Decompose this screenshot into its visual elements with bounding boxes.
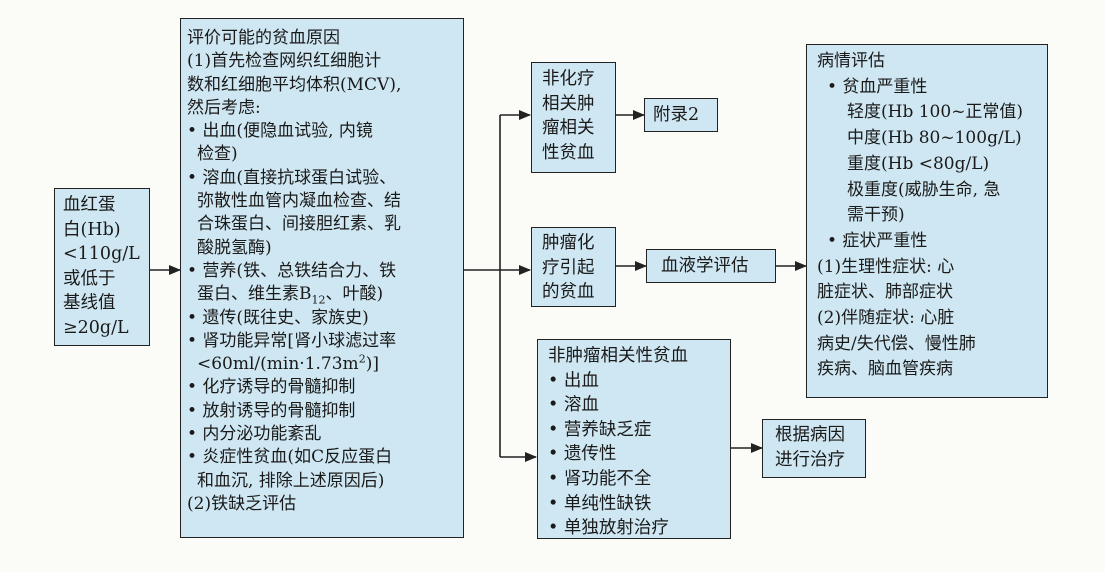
- hematology-eval-box: 血液学评估: [646, 249, 776, 283]
- causes-line: 和血沉, 排除上述原因后): [197, 470, 385, 491]
- nontumor-item: • 单独放射治疗: [548, 518, 669, 539]
- causes-line: 蛋白、维生素B12、叶酸): [197, 284, 384, 307]
- appendix-box: 附录2: [644, 98, 718, 132]
- hb-line: 白(Hb): [63, 219, 121, 240]
- hematology-label: 血液学评估: [661, 256, 749, 276]
- nontumor-item: • 单纯性缺铁: [548, 493, 652, 514]
- eval-severe: 重度(Hb <80g/L): [847, 153, 990, 174]
- causes-item-endocrine: • 内分泌功能紊乱: [187, 424, 322, 445]
- causes-line: 合珠蛋白、间接胆红素、乳: [197, 214, 401, 235]
- nontumor-item: • 溶血: [548, 395, 599, 416]
- eval-line: 脏症状、肺部症状: [817, 282, 953, 303]
- causes-item-chemo: • 化疗诱导的骨髓抑制: [187, 377, 356, 398]
- nonchemo-anemia-box: 非化疗 相关肿 瘤相关 性贫血: [531, 62, 616, 173]
- nontumor-item: • 遗传性: [548, 444, 617, 465]
- causes-item-renal: • 肾功能异常[肾小球滤过率: [187, 330, 397, 351]
- causes-line: 检查): [197, 144, 238, 165]
- treat-line: 进行治疗: [775, 449, 845, 470]
- eval-line: (2)伴随症状: 心脏: [817, 308, 955, 329]
- nonchemo-line: 性贫血: [542, 142, 595, 163]
- causes-line: 数和红细胞平均体积(MCV),: [187, 74, 402, 95]
- eval-symptom-header: • 症状严重性: [827, 230, 928, 251]
- hb-line: 基线值: [63, 293, 116, 314]
- nonchemo-line: 瘤相关: [542, 118, 595, 139]
- eval-title: 病情评估: [817, 51, 885, 71]
- causes-item-hemolysis: • 溶血(直接抗球蛋白试验、: [187, 167, 397, 188]
- eval-line: 疾病、脑血管疾病: [817, 359, 953, 380]
- nontumor-title: 非肿瘤相关性贫血: [548, 346, 688, 366]
- chemo-line: 疗引起: [542, 257, 595, 278]
- causes-item-inflammation: • 炎症性贫血(如C反应蛋白: [187, 447, 393, 468]
- causes-item-nutrition: • 营养(铁、总铁结合力、铁: [187, 260, 397, 281]
- hb-line: 或低于: [63, 268, 116, 289]
- causes-line: 弥散性血管内凝血检查、结: [197, 191, 401, 212]
- hb-line: ≥20g/L: [63, 317, 129, 338]
- nonchemo-line: 非化疗: [542, 69, 595, 89]
- chemo-line: 的贫血: [542, 282, 595, 303]
- nontumor-item: • 营养缺乏症: [548, 419, 652, 440]
- eval-mild: 轻度(Hb 100~正常值): [847, 102, 1024, 123]
- treat-by-cause-box: 根据病因 进行治疗: [762, 419, 866, 478]
- nonchemo-line: 相关肿: [542, 93, 595, 114]
- appendix-label: 附录2: [653, 105, 700, 125]
- causes-line: 然后考虑:: [187, 97, 261, 118]
- eval-severity-header: • 贫血严重性: [827, 76, 928, 97]
- causes-line: <60ml/(min·1.73m2)]: [197, 352, 379, 375]
- causes-item-radiation: • 放射诱导的骨髓抑制: [187, 400, 356, 421]
- eval-very-severe: 极重度(威胁生命, 急: [847, 179, 1001, 200]
- anemia-causes-box: 评价可能的贫血原因 (1)首先检查网织红细胞计 数和红细胞平均体积(MCV), …: [180, 18, 464, 538]
- eval-moderate: 中度(Hb 80~100g/L): [847, 128, 1022, 149]
- causes-line: 酸脱氢酶): [197, 237, 272, 258]
- hb-line: 血红蛋: [63, 195, 116, 215]
- nontumor-item: • 出血: [548, 370, 599, 391]
- chemo-anemia-box: 肿瘤化 疗引起 的贫血: [531, 227, 616, 307]
- eval-line: (1)生理性症状: 心: [817, 256, 955, 277]
- nontumor-item: • 肾功能不全: [548, 468, 652, 489]
- condition-eval-box: 病情评估 • 贫血严重性 轻度(Hb 100~正常值) 中度(Hb 80~100…: [806, 44, 1048, 398]
- hb-threshold-box: 血红蛋 白(Hb) <110g/L 或低于 基线值 ≥20g/L: [54, 188, 150, 346]
- causes-title: 评价可能的贫血原因: [187, 28, 340, 48]
- hb-line: <110g/L: [63, 244, 140, 265]
- chemo-line: 肿瘤化: [542, 233, 595, 253]
- eval-line: 需干预): [847, 205, 905, 226]
- causes-item-bleeding: • 出血(便隐血试验, 内镜: [187, 121, 373, 142]
- eval-line: 病史/失代偿、慢性肺: [817, 333, 976, 354]
- causes-iron-deficiency: (2)铁缺乏评估: [187, 493, 297, 514]
- nontumor-anemia-box: 非肿瘤相关性贫血 • 出血 • 溶血 • 营养缺乏症 • 遗传性 • 肾功能不全…: [537, 339, 731, 539]
- causes-item-genetic: • 遗传(既往史、家族史): [187, 307, 369, 328]
- treat-line: 根据病因: [775, 425, 845, 445]
- causes-line: (1)首先检查网织红细胞计: [187, 51, 382, 72]
